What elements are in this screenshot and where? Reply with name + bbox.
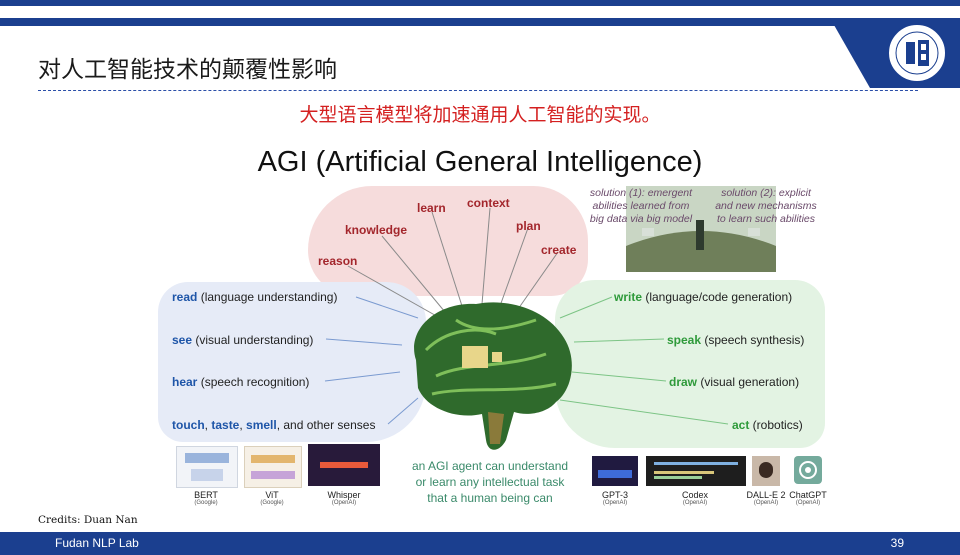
keyword-plan: plan xyxy=(516,219,541,233)
header-stripe xyxy=(0,18,880,26)
brain-illustration xyxy=(414,302,572,450)
keyword-reason: reason xyxy=(318,254,358,268)
gpt3-thumbnail xyxy=(592,456,638,486)
top-bar xyxy=(0,0,960,6)
title-divider xyxy=(38,90,918,91)
fudan-university-logo xyxy=(887,23,947,83)
output-act: act (robotics) xyxy=(732,418,803,432)
input-read: read (language understanding) xyxy=(172,290,338,304)
output-draw: draw (visual generation) xyxy=(669,375,800,389)
footer-lab-name: Fudan NLP Lab xyxy=(55,536,139,550)
keyword-context: context xyxy=(467,196,510,210)
agi-heading: AGI (Artificial General Intelligence) xyxy=(257,146,703,178)
model-whisper: Whisper(OpenAI) xyxy=(327,490,361,506)
footer-bar xyxy=(0,532,960,555)
chatgpt-logo-icon xyxy=(799,461,817,479)
codex-thumbnail xyxy=(646,456,746,486)
model-bert: BERT(Google) xyxy=(194,490,218,506)
output-write: write (language/code generation) xyxy=(614,290,793,304)
keyword-learn: learn xyxy=(417,201,446,215)
model-chatgpt: ChatGPT(OpenAI) xyxy=(789,490,827,506)
input-hear: hear (speech recognition) xyxy=(172,375,310,389)
vit-thumbnail xyxy=(244,446,302,488)
model-codex: Codex(OpenAI) xyxy=(681,490,708,506)
whisper-thumbnail xyxy=(308,444,380,486)
bert-thumbnail xyxy=(176,446,238,488)
keyword-create: create xyxy=(541,243,577,257)
solution-image xyxy=(626,186,776,272)
keyword-knowledge: knowledge xyxy=(345,223,408,237)
model-vit: ViT(Google) xyxy=(260,490,284,506)
model-dalle2: DALL-E 2(OpenAI) xyxy=(746,490,786,506)
chatgpt-thumbnail xyxy=(794,456,822,484)
input-senses: touch, taste, smell, and other senses xyxy=(172,418,376,432)
page-title: 对人工智能技术的颠覆性影响 xyxy=(38,57,337,83)
input-see: see (visual understanding) xyxy=(172,333,314,347)
slide-subtitle: 大型语言模型将加速通用人工智能的实现。 xyxy=(299,104,661,126)
output-speak: speak (speech synthesis) xyxy=(667,333,805,347)
credits: Credits: Duan Nan xyxy=(38,514,138,526)
dalle2-thumbnail xyxy=(752,456,780,486)
output-blob xyxy=(555,280,825,448)
page-number: 39 xyxy=(890,536,904,550)
cognition-blob xyxy=(308,186,588,296)
model-gpt3: GPT-3(OpenAI) xyxy=(601,490,628,506)
input-blob xyxy=(158,282,426,442)
